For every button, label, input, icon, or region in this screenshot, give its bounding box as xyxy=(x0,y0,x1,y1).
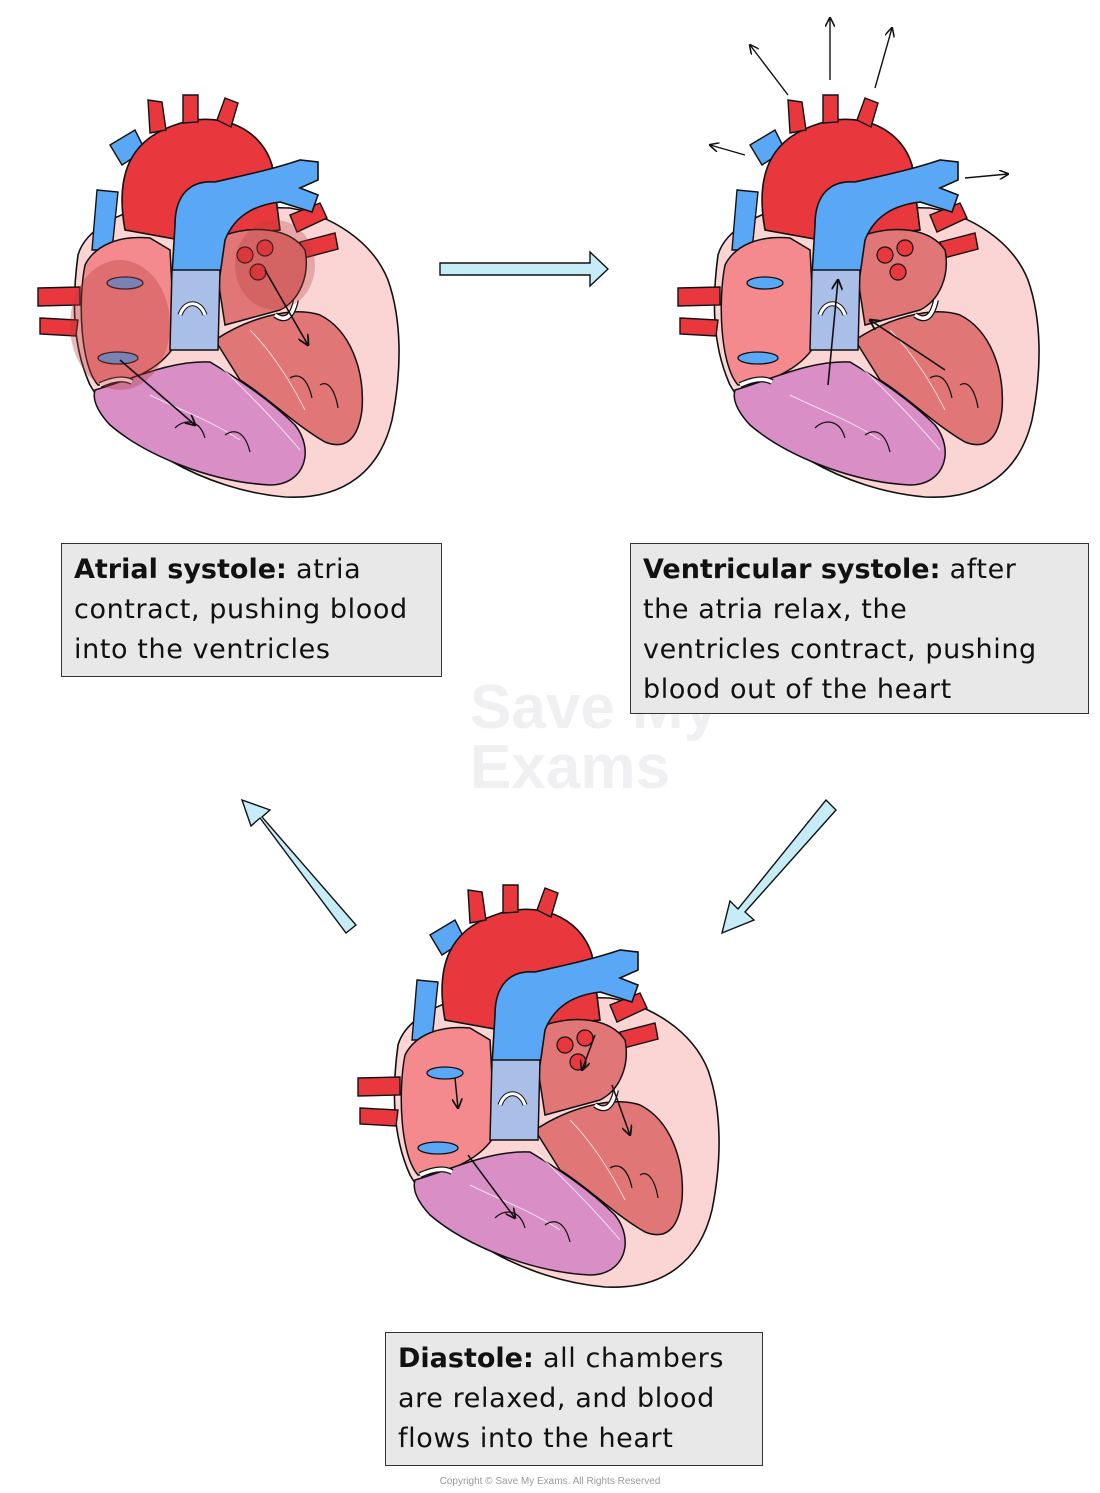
watermark-line-2: Exams xyxy=(470,733,670,802)
heart-atrial-systole xyxy=(38,95,399,497)
term-atrial-systole: Atrial systole: xyxy=(74,554,287,585)
contracting-left-atrium xyxy=(235,220,315,310)
flow-arrow xyxy=(264,269,308,345)
description-line: contract, pushing blood xyxy=(74,594,408,625)
inflow-arrow xyxy=(582,1034,596,1070)
term-diastole: Diastole: xyxy=(398,1343,534,1374)
inflow-arrow xyxy=(467,1154,515,1218)
outflow-arrow xyxy=(874,28,892,89)
contracting-right-atrium xyxy=(70,260,170,390)
flow-arrow xyxy=(119,359,195,425)
cycle-arrow-ventricular-to-diastole xyxy=(720,798,837,935)
flow-arrow xyxy=(870,320,946,371)
outflow-arrow xyxy=(964,174,1008,178)
label-diastole: Diastole: all chambers are relaxed, and … xyxy=(385,1332,763,1466)
description-line: after xyxy=(949,554,1017,585)
flow-arrow xyxy=(827,280,838,386)
heart-diastole xyxy=(358,885,719,1287)
description-line: flows into the heart xyxy=(398,1423,674,1454)
heart-ventricular-systole xyxy=(678,18,1039,497)
inflow-arrow xyxy=(611,1084,630,1135)
label-atrial-systole: Atrial systole: atria contract, pushing … xyxy=(61,543,442,677)
inflow-arrow xyxy=(455,1077,458,1108)
outflow-arrow xyxy=(710,145,746,156)
term-ventricular-systole: Ventricular systole: xyxy=(643,554,941,585)
description-line: are relaxed, and blood xyxy=(398,1383,715,1414)
description-line: blood out of the heart xyxy=(643,674,952,705)
description-line: ventricles contract, pushing xyxy=(643,634,1037,665)
outflow-arrow xyxy=(750,45,789,96)
description-line: into the ventricles xyxy=(74,634,331,665)
description-line: atria xyxy=(296,554,362,585)
description-line: all chambers xyxy=(542,1343,725,1374)
description-line: the atria relax, the xyxy=(643,594,908,625)
cycle-arrow-diastole-to-atrial xyxy=(240,798,358,934)
copyright-notice: Copyright © Save My Exams. All Rights Re… xyxy=(439,1476,661,1487)
label-ventricular-systole: Ventricular systole: after the atria rel… xyxy=(630,543,1089,714)
cycle-arrow-atrial-to-ventricular xyxy=(439,250,610,288)
